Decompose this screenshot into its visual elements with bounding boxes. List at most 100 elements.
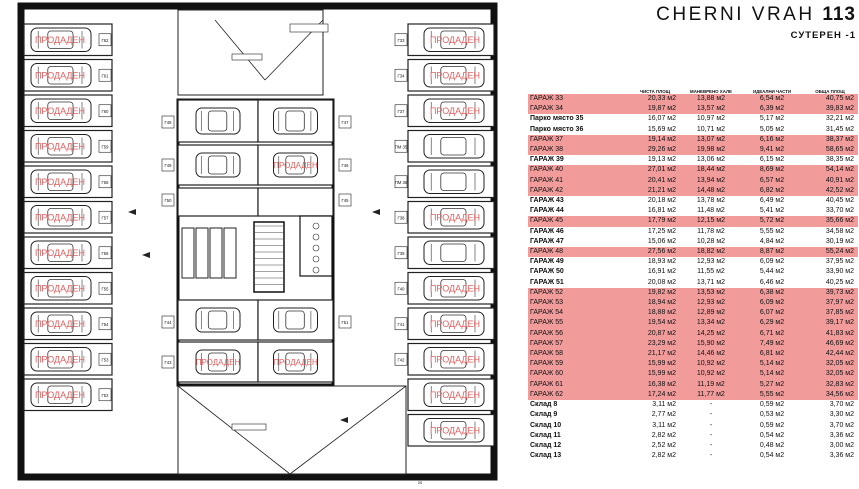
total-area: 34,56 м2 (802, 389, 858, 401)
manoeuvre-area: 11,55 м2 (697, 268, 725, 276)
net-area: 2,82 м2 (651, 431, 676, 439)
unit-name: ГАРАЖ 43 (530, 197, 564, 205)
total-area: 33,90 м2 (825, 268, 854, 276)
net-area: 19,54 м2 (630, 318, 680, 329)
spot-label: Г61 (102, 73, 110, 78)
unit-name: ГАРАЖ 45 (528, 216, 630, 227)
car-icon (30, 205, 92, 230)
car-icon (423, 27, 485, 52)
net-area: 16,91 м2 (647, 268, 676, 276)
spot-tag (338, 158, 352, 172)
car-icon (30, 311, 92, 336)
car-icon (423, 169, 485, 194)
car-icon (30, 382, 92, 407)
net-area: 18,94 м2 (630, 298, 680, 309)
spot-tag (98, 139, 112, 153)
ideal-parts: 6,38 м2 (742, 287, 802, 299)
manoeuvre-area: 11,77 м2 (680, 389, 742, 401)
manoeuvre-area: 13,88 м2 (680, 94, 742, 105)
total-area: 3,36 м2 (829, 431, 854, 439)
unit-name: Склад 12 (530, 441, 562, 449)
total-area: 3,70 м2 (829, 401, 854, 409)
table-row[interactable]: ГАРАЖ 50 16,91 м2 11,55 м2 5,44 м2 33,90 м2 (528, 267, 858, 277)
spot-label: Г53 (102, 357, 110, 362)
manoeuvre-area: 10,92 м2 (680, 359, 742, 370)
net-area: 2,77 м2 (651, 411, 676, 419)
net-area: 21,21 м2 (630, 185, 680, 197)
ideal-parts: 4,84 м2 (759, 237, 785, 245)
spot-tag (338, 115, 352, 129)
sold-label: ПРОДАДЕН (430, 70, 480, 80)
sold-label: ПРОДАДЕН (430, 354, 480, 364)
net-area: 20,08 м2 (647, 278, 676, 286)
net-area: 19,14 м2 (630, 134, 680, 146)
manoeuvre-area: 14,48 м2 (680, 185, 742, 197)
spot-label: Г48 (165, 120, 173, 125)
spot-tag (98, 281, 112, 295)
ideal-parts: 6,57 м2 (742, 175, 802, 186)
total-area: 40,45 м2 (825, 197, 854, 205)
total-area: 3,30 м2 (829, 411, 854, 419)
car-icon (30, 276, 92, 301)
project-number: 113 (822, 4, 856, 25)
net-area: 20,87 м2 (630, 328, 680, 339)
ideal-parts: 8,69 м2 (742, 165, 802, 176)
unit-name: ГАРАЖ 53 (528, 298, 630, 309)
floor-label: СУТЕРЕН -1 (790, 30, 856, 41)
ideal-parts: 0,48 м2 (759, 441, 785, 449)
net-area: 17,24 м2 (630, 389, 680, 401)
spot-tag (98, 210, 112, 224)
ideal-parts: 6,46 м2 (759, 278, 785, 286)
car-icon (30, 134, 92, 159)
car-icon (423, 134, 485, 159)
spot-tag (98, 352, 112, 366)
car-icon (30, 98, 92, 123)
manoeuvre-area: 12,89 м2 (680, 308, 742, 319)
net-area: 18,88 м2 (630, 308, 680, 319)
spot-tag (98, 104, 112, 118)
total-area: 34,58 м2 (825, 227, 854, 235)
car-icon (195, 349, 241, 375)
net-area: 15,99 м2 (630, 359, 680, 370)
ideal-parts: 6,16 м2 (742, 134, 802, 146)
unit-name: ГАРАЖ 50 (530, 268, 564, 276)
net-area: 20,33 м2 (630, 94, 680, 105)
ramp-car-icon (231, 423, 267, 431)
ideal-parts: 5,44 м2 (759, 268, 785, 276)
